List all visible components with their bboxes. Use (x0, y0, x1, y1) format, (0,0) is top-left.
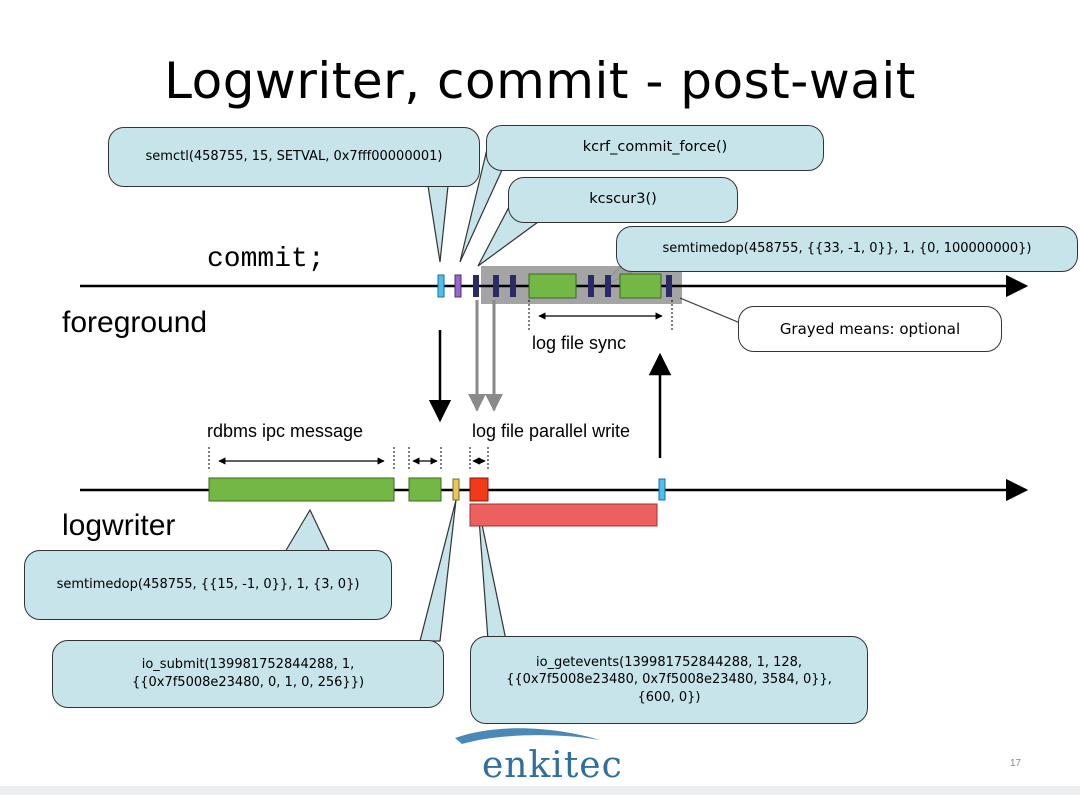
io-submit-line-2: {{0x7f5008e23480, 0, 1, 0, 256}}) (131, 675, 365, 690)
post-marker (658, 478, 666, 501)
grayed-optional-callout: Grayed means: optional (738, 306, 1002, 352)
optional-marker-5 (666, 275, 672, 297)
rdbms-ipc-wait (208, 477, 395, 502)
log-file-sync-label: log file sync (532, 333, 627, 353)
io-getevents-line-1: io_getevents(139981752844288, 1, 128, (535, 654, 803, 670)
io-getevents-block (469, 477, 489, 502)
page-number: 17 (1010, 758, 1022, 769)
log-file-parallel-write-label: log file parallel write (472, 421, 631, 441)
grayed-pointer (679, 297, 746, 326)
io-submit-marker (452, 478, 460, 501)
kcscur3-marker (473, 275, 479, 297)
optional-marker-2 (510, 275, 516, 297)
io-getevents-line-3: {600, 0}) (637, 689, 701, 705)
io-getevents-line-2: {{0x7f5008e23480, 0x7f5008e23480, 3584, … (506, 672, 832, 688)
logwriter-label: logwriter (62, 509, 176, 542)
io-submit-line-1: io_submit(139981752844288, 1, (141, 657, 355, 673)
io-submit-callout: io_submit(139981752844288, 1, {{0x7f5008… (52, 640, 444, 708)
optional-marker-1 (493, 275, 499, 297)
optional-marker-4 (605, 275, 611, 297)
kcscur3-callout: kcscur3() (508, 177, 738, 223)
slide-title: Logwriter, commit - post-wait (164, 52, 916, 110)
async-io-block (469, 503, 658, 527)
semctl-marker (437, 274, 445, 298)
kcrf-marker (454, 274, 462, 298)
semctl-callout: semctl(458755, 15, SETVAL, 0x7fff0000000… (108, 127, 480, 187)
kcrf-commit-force-callout: kcrf_commit_force() (486, 125, 824, 171)
semtimedop-wait-2 (619, 273, 662, 299)
rdbms-ipc-message-label: rdbms ipc message (207, 421, 364, 441)
io-submit-pointer (419, 499, 457, 642)
footer-bar (0, 786, 1080, 795)
semtimedop-lgwr-pointer (283, 508, 331, 553)
semtimedop-logwriter-callout: semtimedop(458755, {{15, -1, 0}}, 1, {3,… (24, 550, 392, 620)
logo-swoosh (455, 728, 600, 744)
enkitec-logo: enkitec (482, 745, 623, 786)
rdbms-ipc-wait-2 (408, 477, 442, 502)
semctl-pointer (427, 185, 449, 263)
foreground-label: foreground (62, 306, 208, 339)
semtimedop-foreground-callout: semtimedop(458755, {{33, -1, 0}}, 1, {0,… (616, 226, 1078, 272)
io-getevents-callout: io_getevents(139981752844288, 1, 128, {{… (470, 636, 868, 724)
commit-label: commit; (207, 244, 325, 275)
optional-marker-3 (588, 275, 594, 297)
semtimedop-wait-1 (528, 273, 577, 299)
